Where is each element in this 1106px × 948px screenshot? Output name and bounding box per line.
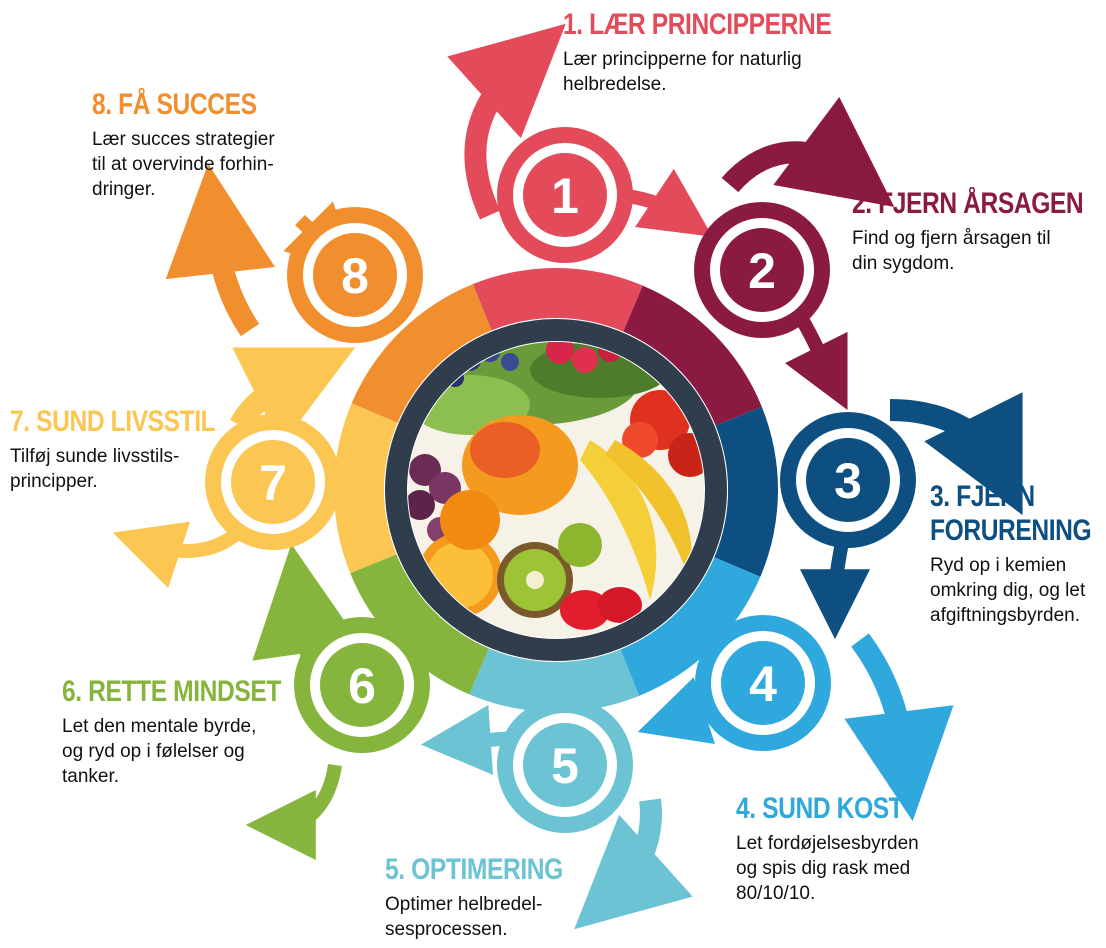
step-description: Tilføj sunde livsstils- principper. bbox=[10, 446, 180, 492]
step-title: 8. FÅ SUCCES bbox=[92, 88, 257, 121]
step-title: 4. SUND KOST bbox=[736, 792, 904, 825]
step-number: 2 bbox=[748, 243, 776, 299]
step-number: 1 bbox=[551, 168, 579, 224]
step-badge-5: 5 bbox=[497, 697, 633, 833]
step-7-text: 7. SUND LIVSSTIL Tilføj sunde livsstils- … bbox=[10, 405, 260, 494]
step-badge-7: 7 bbox=[205, 414, 341, 550]
arrow-icon bbox=[844, 633, 954, 822]
step-5-text: 5. OPTIMERING Optimer helbredel- sesproce… bbox=[385, 853, 602, 942]
step-description: Let fordøjelsesbyrden og spis dig rask m… bbox=[736, 833, 919, 904]
ring-segment-3 bbox=[714, 406, 779, 577]
step-description: Lær principperne for naturlig helbredels… bbox=[563, 49, 802, 95]
step-badge-1: 1 bbox=[497, 127, 633, 263]
step-6-text: 6. RETTE MINDSET Let den mentale byrde, o… bbox=[62, 675, 329, 789]
step-8-text: 8. FÅ SUCCES Lær succes strategier til at… bbox=[92, 88, 293, 202]
arrow-icon bbox=[165, 163, 276, 337]
step-number-badges: 1 2 3 4 5 6 7 8 bbox=[205, 127, 916, 833]
ring-segment-8 bbox=[351, 284, 492, 423]
arrow-icon bbox=[245, 763, 342, 860]
step-description: Find og fjern årsagen til din sygdom. bbox=[852, 228, 1051, 274]
step-1-text: 1. LÆR PRINCIPPERNE Lær principperne for … bbox=[563, 8, 890, 97]
ring-segment-6 bbox=[350, 554, 489, 695]
step-badge-2: 2 bbox=[694, 202, 830, 338]
arrow-icon bbox=[574, 798, 693, 930]
step-title: 7. SUND LIVSSTIL bbox=[10, 405, 216, 438]
arrow-icon bbox=[889, 392, 1023, 516]
step-3-text: 3. FJERN FORURENING Ryd op i kemien omkri… bbox=[930, 480, 1106, 628]
step-description: Optimer helbredel- sesprocessen. bbox=[385, 894, 543, 940]
step-number: 3 bbox=[834, 453, 862, 509]
fruit-and-vegetable-image bbox=[384, 318, 728, 662]
step-2-text: 2. FJERN ÅRSAGEN Find og fjern årsagen ti… bbox=[852, 187, 1106, 276]
ring-segment-4 bbox=[620, 557, 761, 696]
step-title: 1. LÆR PRINCIPPERNE bbox=[563, 8, 832, 41]
step-number: 7 bbox=[259, 455, 287, 511]
ring-segment-5 bbox=[469, 648, 640, 712]
step-number: 6 bbox=[348, 658, 376, 714]
arrow-icon bbox=[447, 23, 566, 220]
step-description: Lær succes strategier til at overvinde f… bbox=[92, 129, 275, 200]
step-title: 6. RETTE MINDSET bbox=[62, 675, 281, 708]
step-badge-8: 8 bbox=[287, 207, 423, 343]
step-title: 2. FJERN ÅRSAGEN bbox=[852, 187, 1084, 220]
step-number: 4 bbox=[749, 656, 777, 712]
step-badge-4: 4 bbox=[695, 615, 831, 751]
step-number: 5 bbox=[551, 738, 579, 794]
step-4-text: 4. SUND KOST Let fordøjelsesbyrden og spi… bbox=[736, 792, 940, 906]
ring-segment-2 bbox=[623, 285, 762, 426]
step-description: Let den mentale byrde, og ryd op i følel… bbox=[62, 716, 257, 787]
step-badge-3: 3 bbox=[780, 412, 916, 548]
step-title: 3. FJERN FORURENING bbox=[930, 480, 1092, 547]
arrow-icon bbox=[230, 347, 356, 446]
step-description: Ryd op i kemien omkring dig, og let afgi… bbox=[930, 555, 1086, 626]
step-title: 5. OPTIMERING bbox=[385, 853, 563, 886]
step-number: 8 bbox=[341, 248, 369, 304]
ring-segment-1 bbox=[472, 268, 643, 332]
arrow-icon bbox=[721, 96, 895, 207]
step-badge-6: 6 bbox=[294, 617, 430, 753]
